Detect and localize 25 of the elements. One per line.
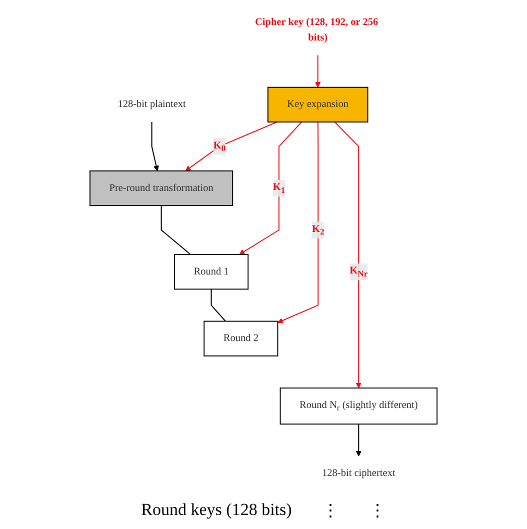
node-box [280,388,438,425]
edge-label: K$_{2}$ [312,224,324,237]
connector [160,206,191,255]
arrow [356,424,362,456]
arrow [315,55,321,88]
arrow [151,122,159,172]
connector [210,289,226,322]
node-text: Cipher key (128, 192, or 256 bits) [254,16,378,44]
flowchart: K$_{0}$ K$_{1}$ K$_{2}$ K$_{Nr}$ 128-bit plaintext Cipher key (128, 192, or 256 bits) Key expansion Pre-round transformation Round 1 Round 2 Round N$_{r}$ (slightly different) 128-bit ciphertext [0,0,527,496]
node-box [89,170,234,206]
edge-label: K$_{1}$ [272,182,286,195]
node-box [174,254,249,290]
edge-label: K$_{Nr}$ [350,265,368,278]
arrow [334,122,362,388]
arrow [239,122,302,255]
arrow [185,122,278,172]
edge-label: K$_{0}$ [213,140,226,153]
node-box [267,86,368,122]
node-text: 128-bit plaintext [118,98,186,110]
node-box [204,320,278,356]
node-text: 128-bit ciphertext [322,468,396,479]
ellipsis-mark: ⋮ [368,500,386,521]
ellipsis-mark: ⋮ [322,500,339,521]
note-text: Round keys (128 bits) [141,500,292,521]
arrow [277,122,319,324]
